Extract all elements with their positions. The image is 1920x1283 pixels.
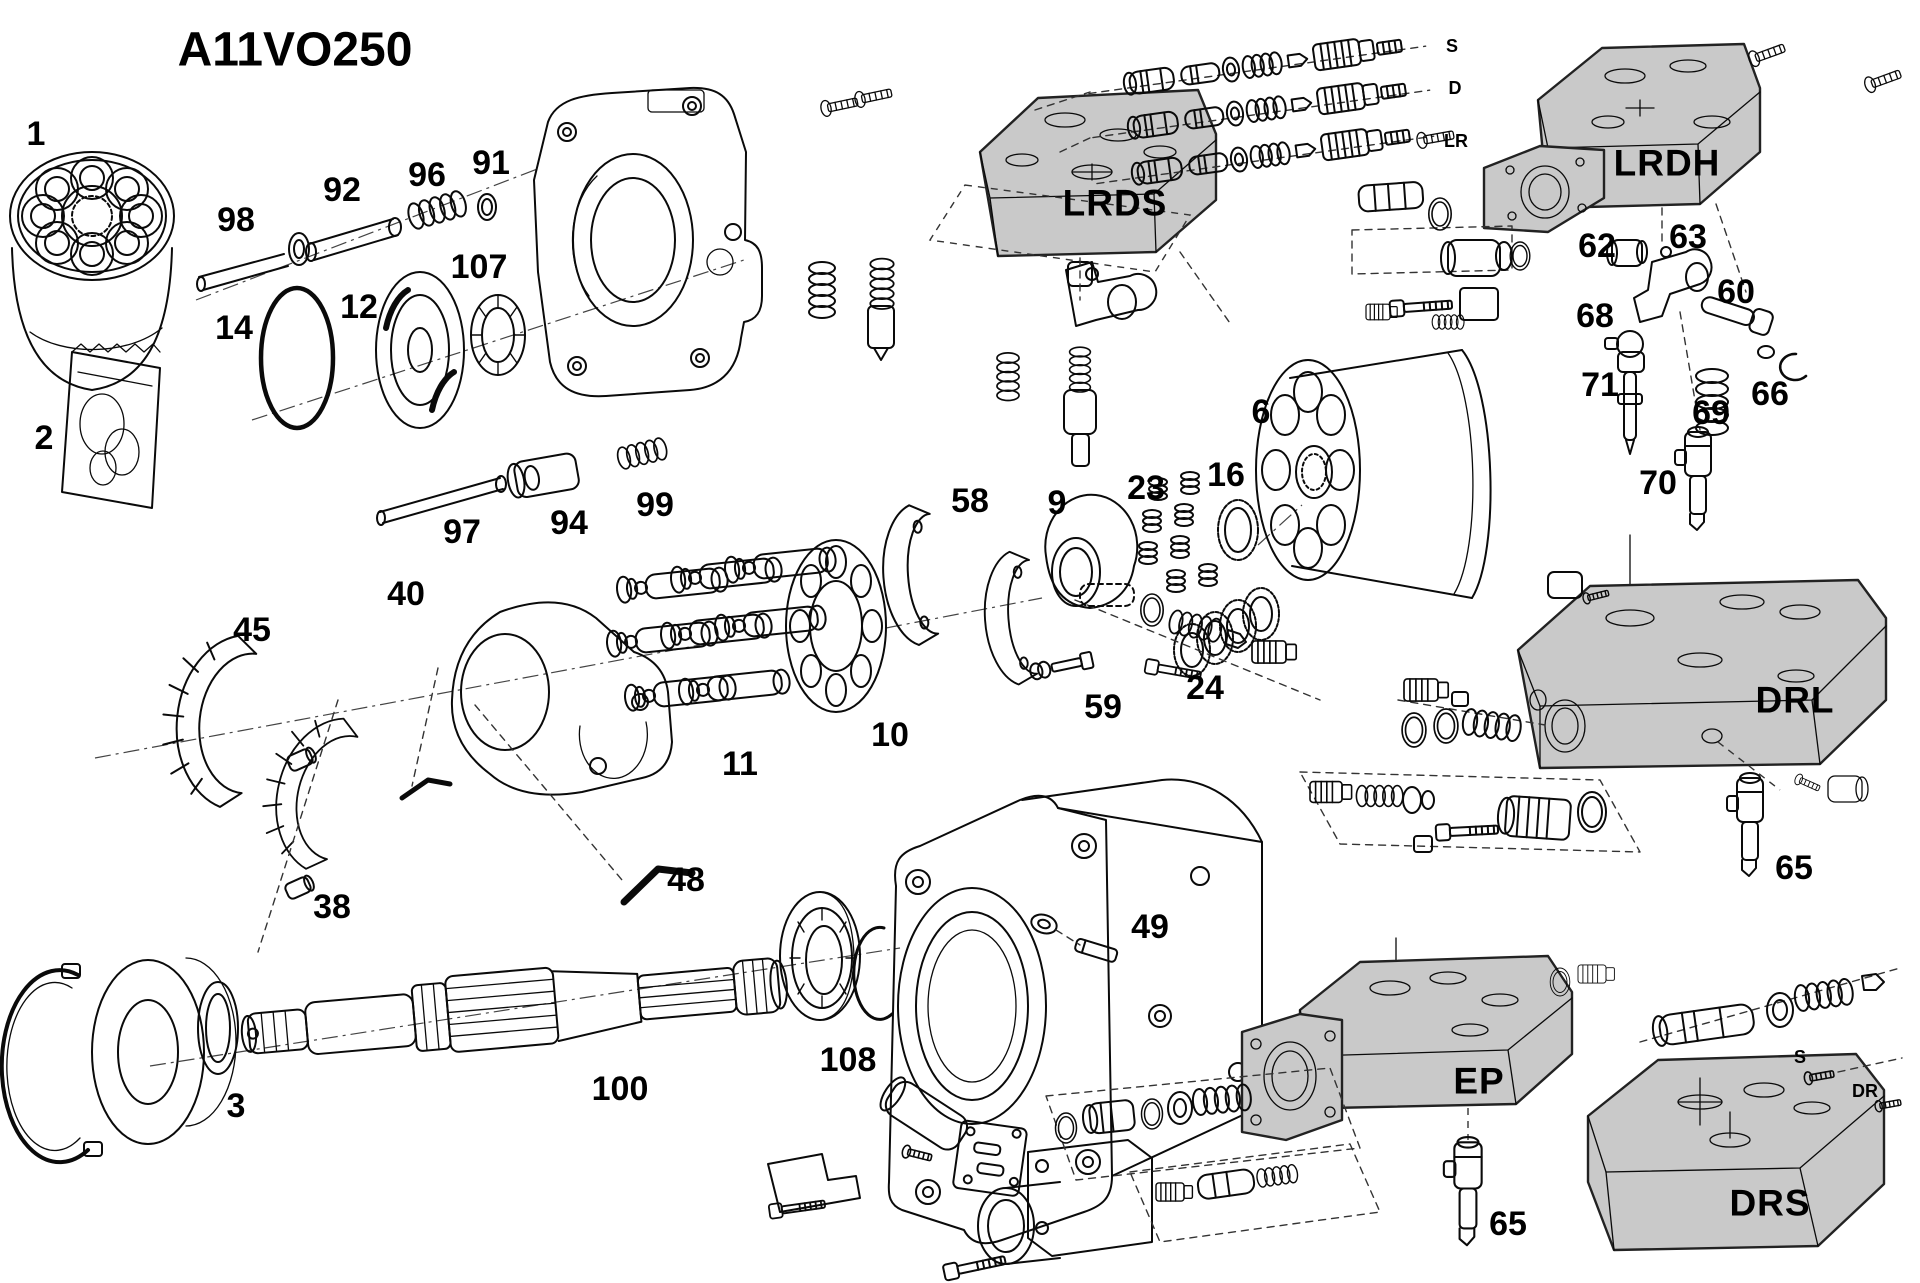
servo-parts [808,251,1233,467]
part-label-40: 40 [387,575,425,613]
part-label-2: 2 [34,419,54,457]
part-label-62: 62 [1578,227,1616,265]
part-label-71: 71 [1581,366,1619,404]
block-label-lrdh: LRDH [1613,142,1721,184]
part-label-70: 70 [1639,464,1677,502]
drs-spool-parts [1639,967,1903,1114]
part-label-92: 92 [323,171,361,209]
lrdh-lever-parts [1604,239,1808,531]
rotary-group-1 [9,151,175,391]
part-label-100: 100 [591,1070,649,1108]
part-label-45: 45 [233,611,271,649]
pump-housing [887,778,1263,1245]
lrdh-pilot-parts [1351,181,1747,431]
port-label-s-2: S [1793,1047,1807,1067]
drl-valve-block [1516,534,1888,877]
swash-support-40 [450,601,673,796]
drl-pilot-parts [1074,583,1641,853]
oring-plate-bearing [258,271,526,431]
ep-valve-block [1240,937,1615,1247]
solenoid-assembly [767,1067,1381,1282]
part-label-108: 108 [819,1041,877,1079]
feedback-pin-parts [376,435,670,526]
part-label-91: 91 [472,144,510,182]
assembly-axes [94,167,1303,1067]
shaft-seal-parts [0,957,239,1165]
port-label-lr: LR [1444,131,1468,151]
part-label-11: 11 [722,745,758,783]
lrdh-valve-block [1415,39,1904,234]
drs-valve-block [1586,967,1903,1252]
part-label-58: 58 [951,482,989,520]
part-label-63: 63 [1669,218,1707,256]
block-label-drl: DRL [1755,679,1835,721]
part-label-107: 107 [450,248,508,286]
part-label-1: 1 [26,115,46,153]
cartridge-rows [1034,28,1436,194]
part-label-68: 68 [1576,297,1614,335]
retainer-plate-10 [785,539,887,713]
part-label-24: 24 [1186,669,1224,707]
part-label-99: 99 [636,486,674,524]
piston-group-11 [604,544,838,713]
part-label-16: 16 [1207,456,1245,494]
part-label-94: 94 [550,504,588,542]
drive-shaft-100 [240,957,788,1055]
centering-pin-parts [196,188,497,292]
part-label-60: 60 [1717,273,1755,311]
part-label-14: 14 [215,309,253,347]
part-label-66: 66 [1751,375,1789,413]
part-label-48: 48 [667,861,705,899]
bearing-108 [779,891,894,1021]
port-label-d: D [1448,78,1462,98]
bearing-segments-45 [153,627,362,875]
block-label-ep: EP [1453,1060,1505,1102]
part-label-49: 49 [1131,908,1169,946]
part-label-59: 59 [1084,688,1122,726]
part-label-23: 23 [1127,469,1165,507]
part-label-96: 96 [408,156,446,194]
part-label-10: 10 [871,716,909,754]
block-label-drs: DRS [1729,1182,1811,1224]
cylinder-barrel-6 [1255,349,1492,599]
port-label-s: S [1445,36,1459,56]
part-label-38: 38 [313,888,351,926]
port-plate-housing [533,86,763,398]
cradle-and-springs [877,471,1280,688]
seal-kit-2 [61,343,161,509]
part-label-97: 97 [443,513,481,551]
part-label-3: 3 [226,1087,246,1125]
part-label-69: 69 [1692,394,1730,432]
part-label-65-2: 65 [1489,1205,1527,1243]
part-label-65: 65 [1775,849,1813,887]
part-label-12: 12 [340,288,378,326]
port-label-dr: DR [1852,1081,1878,1101]
block-label-lrds: LRDS [1062,182,1168,224]
part-label-6: 6 [1251,393,1271,431]
diagram-title: A11VO250 [177,23,413,77]
part-label-9: 9 [1047,484,1067,522]
part-label-98: 98 [217,201,255,239]
pins-and-keys [257,667,696,953]
